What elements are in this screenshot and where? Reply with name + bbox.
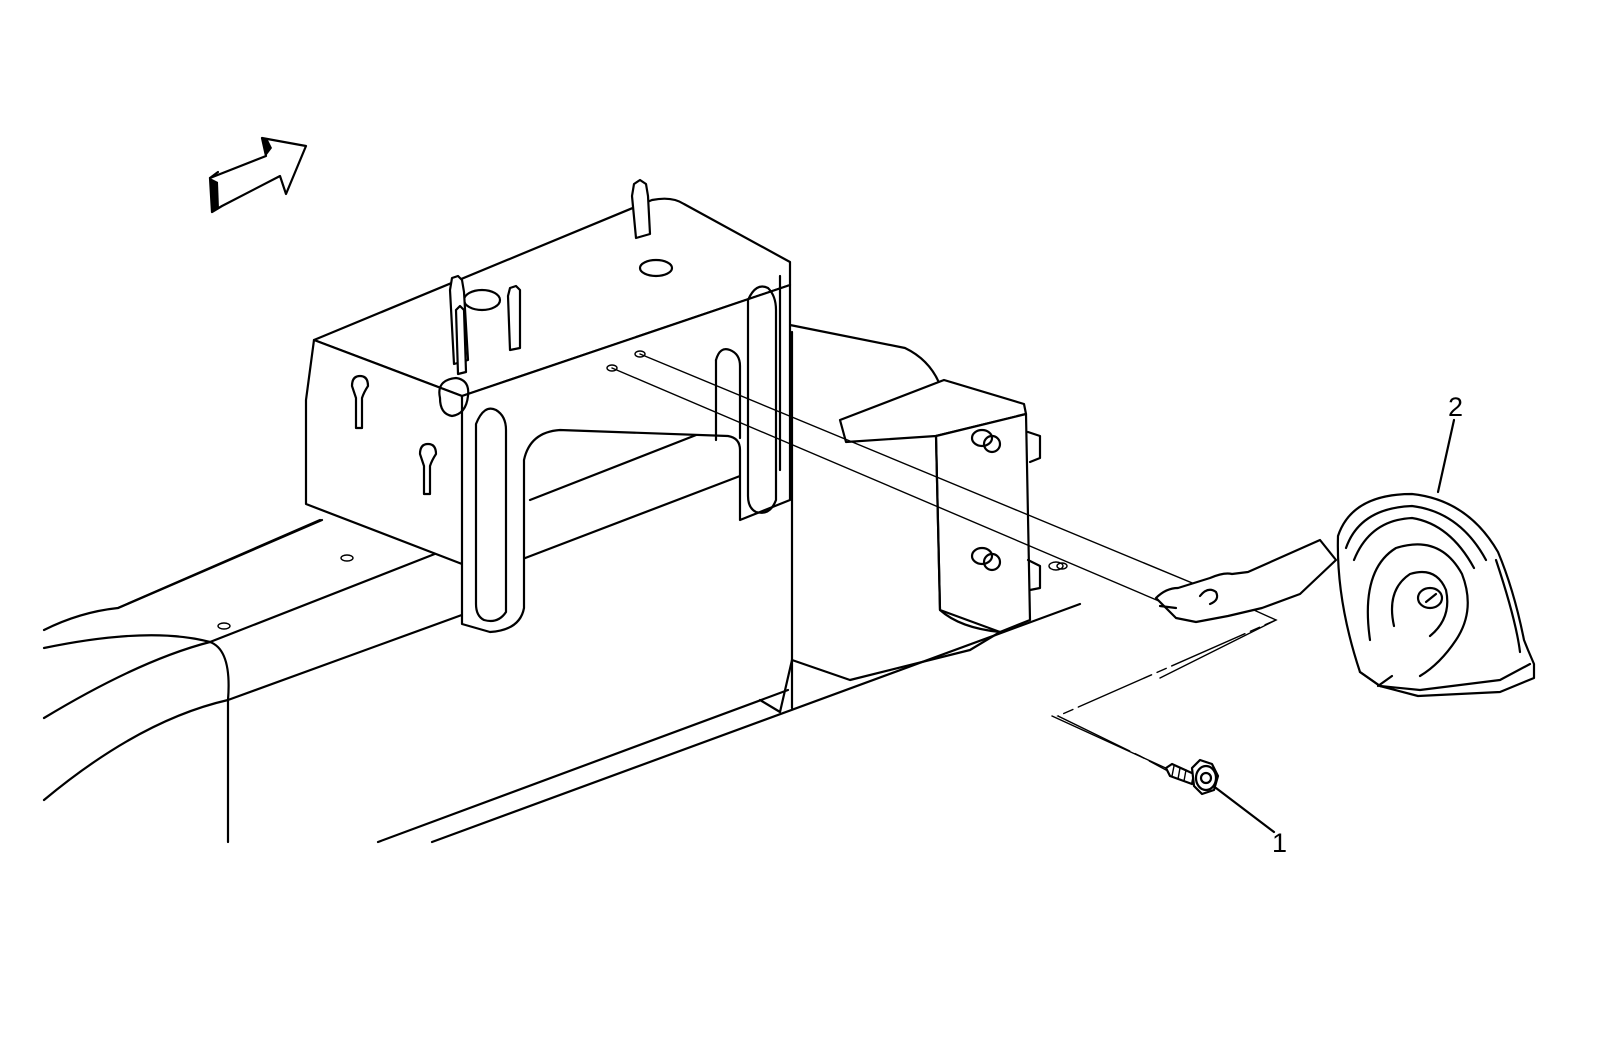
callout-2-label: 2 [1448,392,1463,422]
horn-mounting-bracket [758,330,1068,714]
mount-bracket-box [304,178,792,634]
callout-1-label: 1 [1272,828,1287,858]
alignment-lines [611,353,1278,771]
horn-bolt [1164,758,1220,796]
callout-2: 2 [1436,392,1463,494]
callout-1: 1 [1214,786,1287,858]
frame-rail [42,323,1082,844]
horn-assembly [1154,492,1536,698]
forward-arrow-icon [208,136,308,214]
